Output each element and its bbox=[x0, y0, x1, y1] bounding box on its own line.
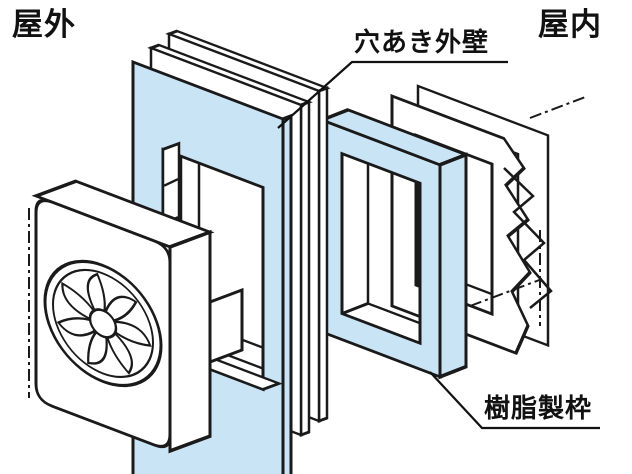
fan-unit bbox=[28, 179, 215, 454]
centerline-bottom bbox=[469, 278, 543, 307]
fan-side-face bbox=[168, 229, 212, 454]
fan-duct-stub bbox=[208, 287, 244, 365]
outdoor-label: 屋外 bbox=[12, 7, 76, 43]
resin-frame-label: 樹脂製枠 bbox=[484, 394, 593, 424]
cutaway-zigzag bbox=[503, 167, 553, 309]
resin-frame bbox=[317, 108, 471, 380]
perforated-wall-label: 穴あき外壁 bbox=[354, 28, 490, 58]
frame-right-face bbox=[438, 152, 468, 380]
leader-line-wall bbox=[277, 60, 508, 129]
indoor-label: 屋内 bbox=[538, 7, 602, 43]
centerline-top bbox=[529, 95, 589, 119]
fan-hub bbox=[88, 308, 118, 339]
leader-line-frame bbox=[429, 371, 600, 430]
